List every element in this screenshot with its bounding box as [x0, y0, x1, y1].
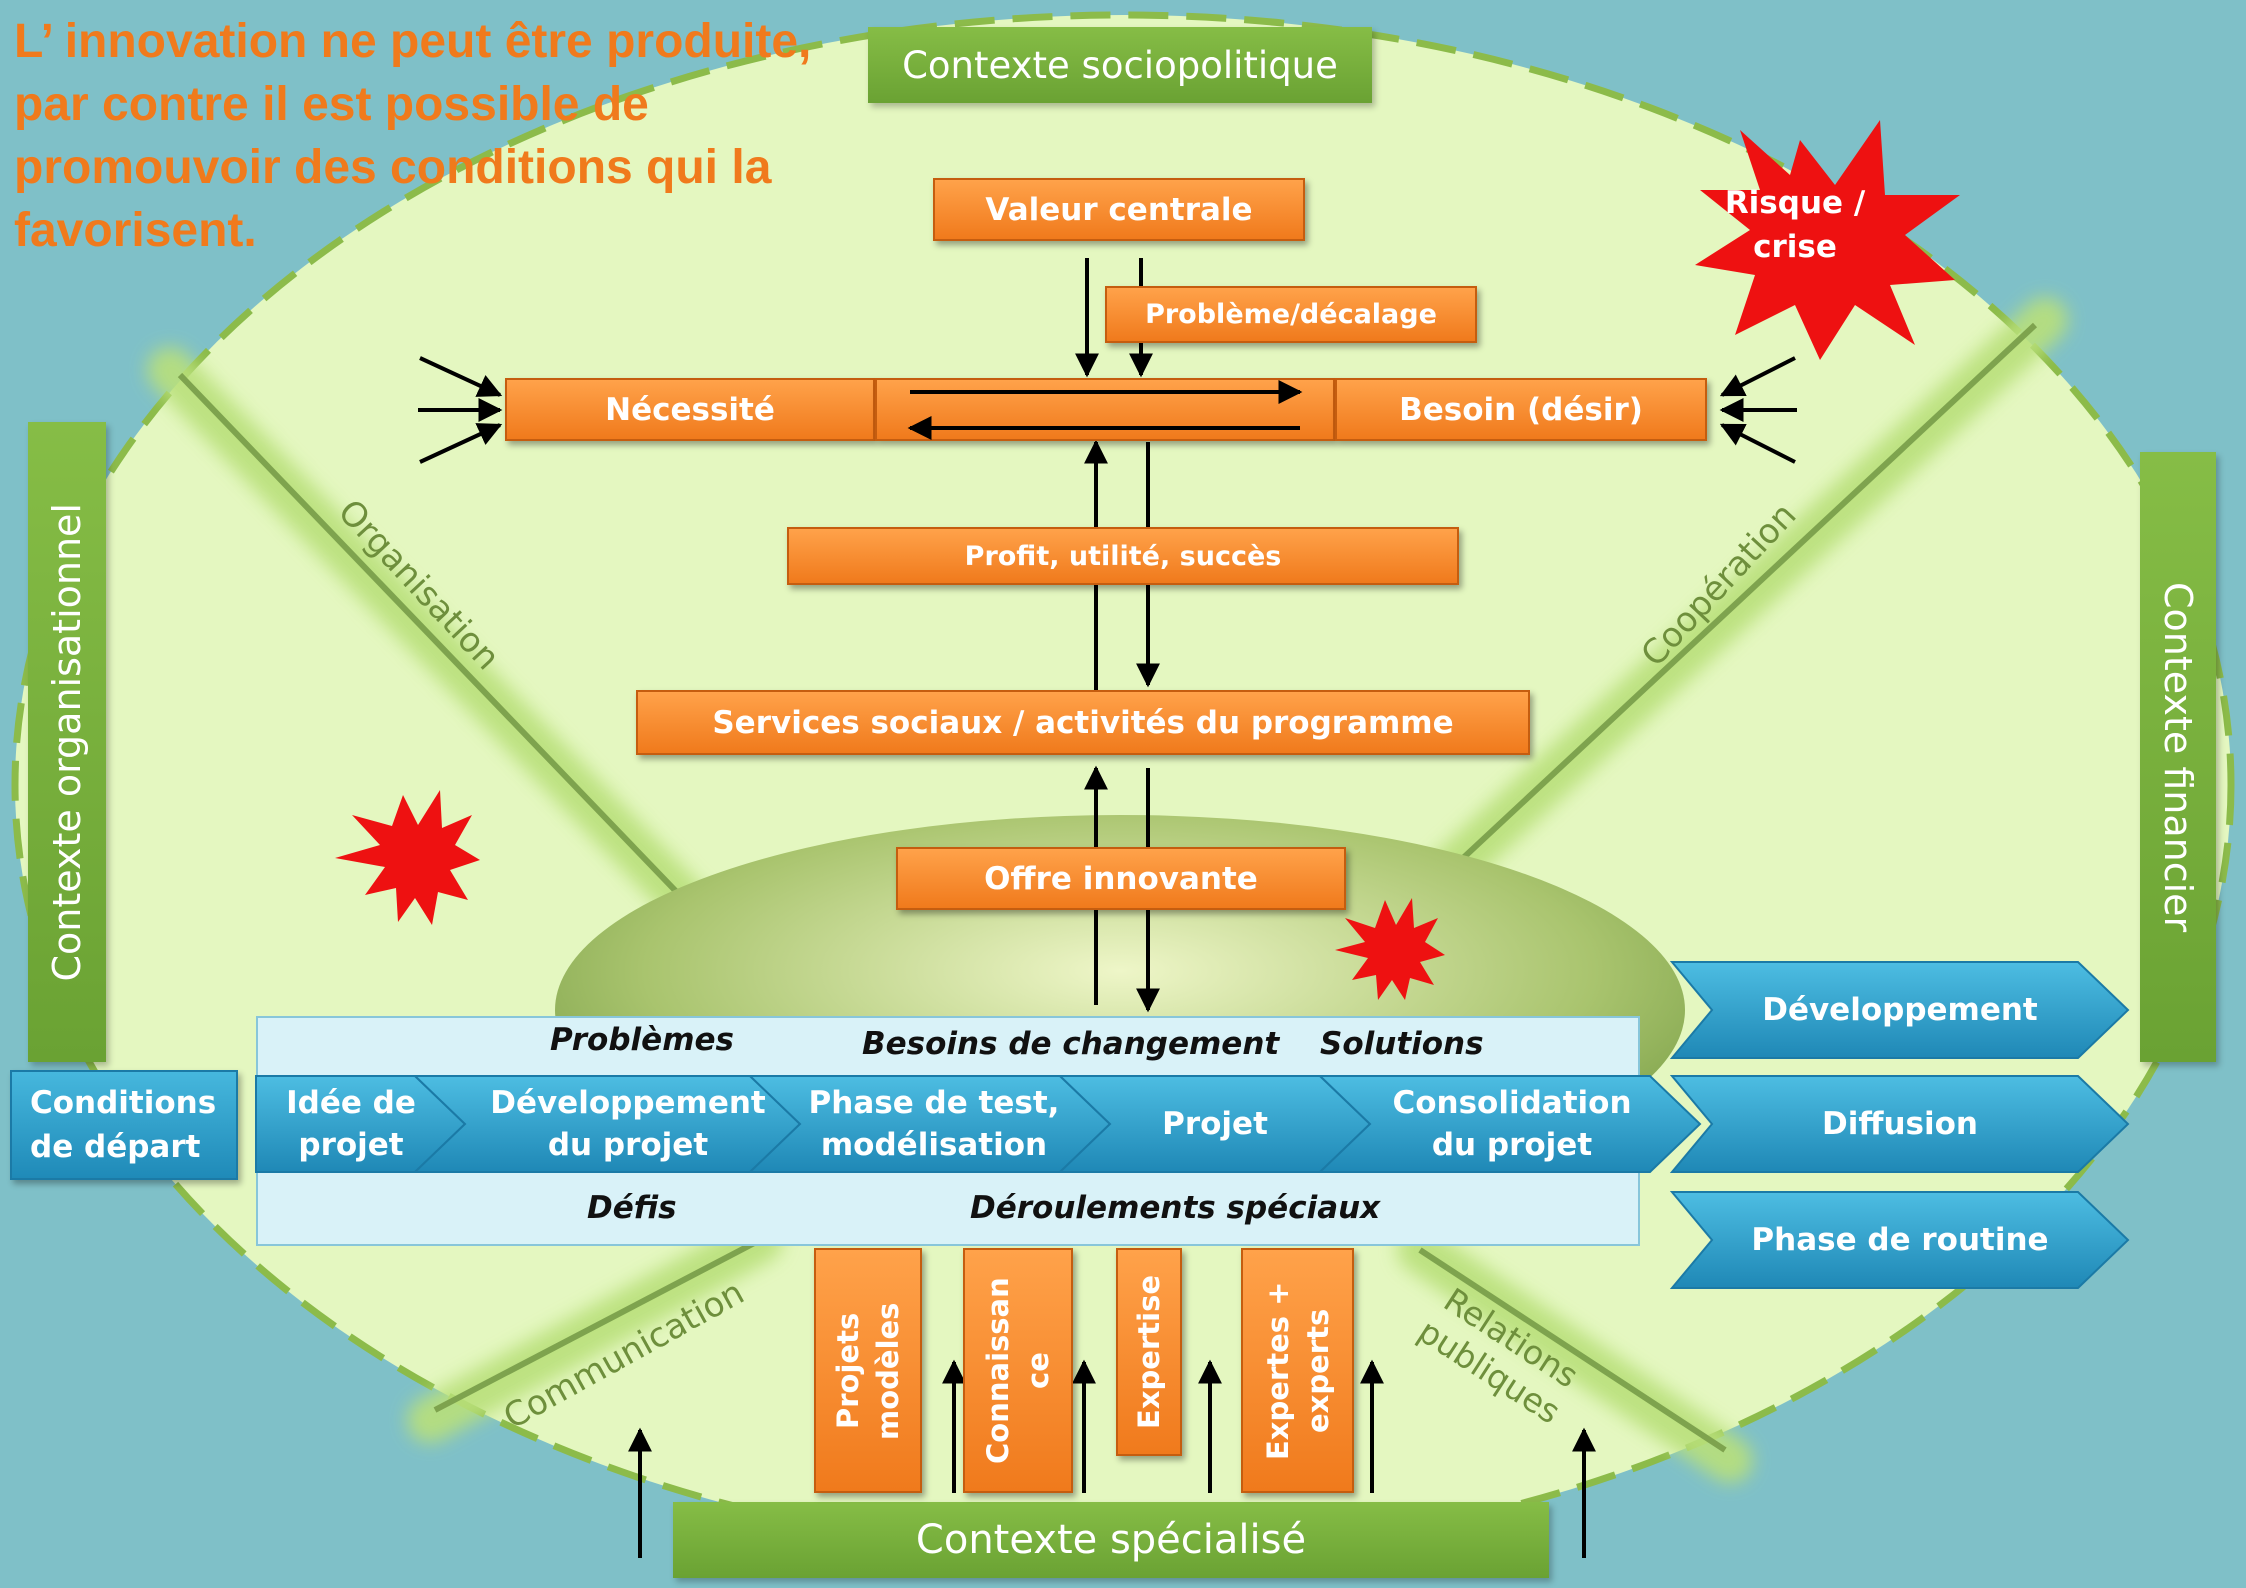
label-besoins-changement: Besoins de changement — [862, 1026, 1280, 1062]
label-solutions: Solutions — [1320, 1026, 1484, 1062]
outcome-1 — [1669, 961, 2130, 1059]
box-probleme-decalage: Problème/décalage — [1105, 286, 1477, 343]
outcome-2 — [1669, 1075, 2130, 1173]
box-conditions-depart: Conditions de départ — [10, 1070, 238, 1180]
pillar-connaissance-label: Connaissance — [981, 1277, 1055, 1464]
context-specialise: Contexte spécialisé — [673, 1502, 1549, 1578]
context-financier: Contexte financier — [2140, 452, 2216, 1062]
box-offre-innovante: Offre innovante — [896, 847, 1346, 910]
chevron-5 — [1317, 1075, 1702, 1173]
headline: L’ innovation ne peut être produite, par… — [14, 15, 812, 257]
burst-star-left — [335, 790, 480, 925]
outcome-diffusion: Diffusion — [1822, 1106, 1978, 1142]
context-organisationnel: Contexte organisationnel — [28, 422, 106, 1062]
pillar-projets-modeles-label: Projets modèles — [831, 1301, 905, 1440]
box-services-sociaux: Services sociaux / activités du programm… — [636, 690, 1530, 755]
outcome-routine: Phase de routine — [1751, 1222, 2049, 1258]
label-deroulements: Déroulements spéciaux — [970, 1190, 1381, 1226]
box-besoin: Besoin (désir) — [1335, 378, 1707, 441]
pillar-connaissance: Connaissance — [963, 1248, 1073, 1493]
context-financier-label: Contexte financier — [2156, 581, 2200, 933]
box-profit: Profit, utilité, succès — [787, 527, 1459, 585]
box-necessite: Nécessité — [505, 378, 875, 441]
step-test: Phase de test, modélisation — [808, 1085, 1060, 1163]
label-defis: Défis — [587, 1190, 677, 1226]
context-sociopolitique: Contexte sociopolitique — [868, 27, 1372, 103]
pillar-projets-modeles: Projets modèles — [814, 1248, 922, 1493]
risk-star — [1695, 120, 1960, 360]
pillar-expertise-label: Expertise — [1132, 1275, 1166, 1429]
pillar-expertes-experts-label: Expertes + experts — [1260, 1281, 1335, 1460]
pillar-expertes-experts: Expertes + experts — [1241, 1248, 1354, 1493]
pillar-expertise: Expertise — [1116, 1248, 1182, 1456]
step-consolidation: Consolidation du projet — [1392, 1085, 1632, 1163]
risk-label: Risque / crise — [1724, 185, 1866, 265]
box-middle-link — [875, 378, 1335, 441]
step-idee: Idée de projet — [286, 1085, 416, 1163]
outcome-developpement: Développement — [1762, 992, 2038, 1028]
outcome-3 — [1669, 1191, 2130, 1289]
step-developpement: Développement du projet — [490, 1085, 766, 1163]
label-problemes: Problèmes — [550, 1022, 734, 1058]
step-projet: Projet — [1162, 1106, 1268, 1142]
band-bottom — [256, 1170, 1640, 1246]
box-valeur-centrale: Valeur centrale — [933, 178, 1305, 241]
burst-star-right — [1335, 898, 1445, 1000]
